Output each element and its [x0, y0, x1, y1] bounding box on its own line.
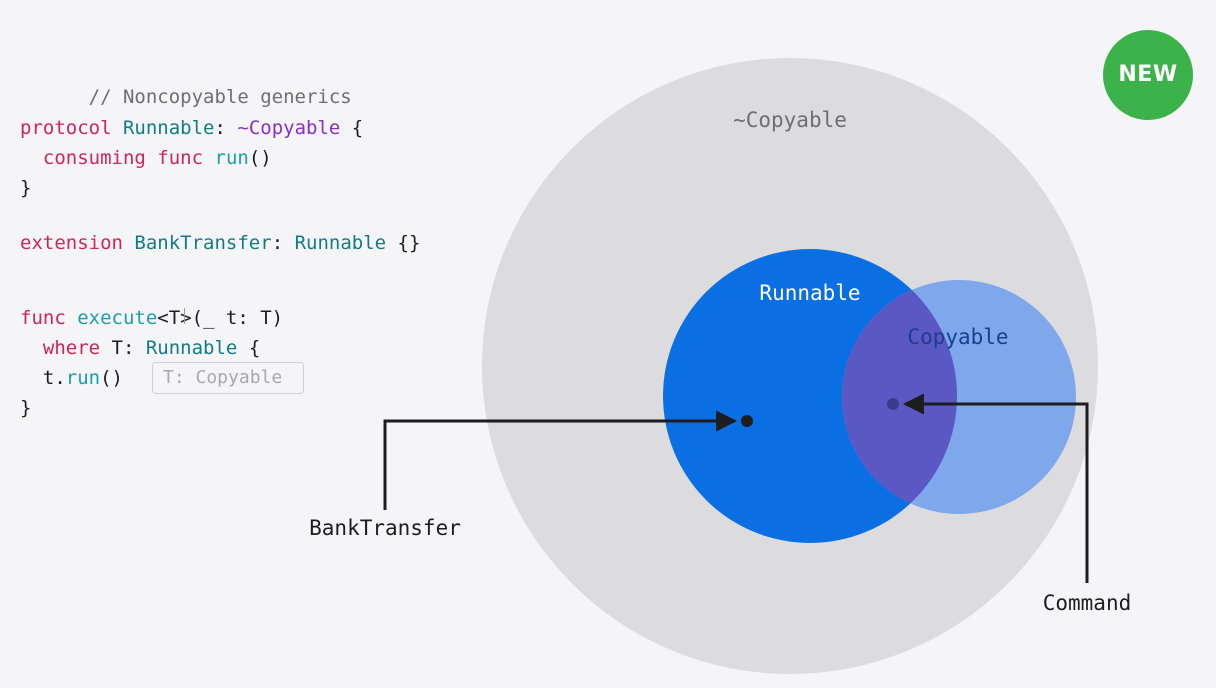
- banktransfer-arrow: [383, 410, 738, 510]
- keyword-extension: extension: [20, 232, 123, 254]
- function-run: run: [214, 147, 249, 169]
- code-generic-signature: <T>(_ t: T): [157, 307, 284, 329]
- code-colon: :: [271, 232, 295, 254]
- banktransfer-point: [741, 415, 753, 427]
- code-where-line: where T: Runnable {: [20, 333, 260, 363]
- copyable-set-label: Copyable: [907, 325, 1008, 349]
- protocol-name: Runnable: [122, 117, 215, 139]
- code-comment: // Noncopyable generics: [88, 86, 352, 108]
- protocol-runnable-constraint: Runnable: [145, 337, 238, 359]
- code-comment-line: // Noncopyable generics: [20, 52, 352, 108]
- command-arrow: [902, 393, 1089, 583]
- code-receiver: t.: [42, 367, 66, 389]
- code-close-brace: }: [20, 177, 32, 199]
- keyword-func: func: [20, 307, 66, 329]
- keyword-protocol: protocol: [20, 117, 112, 139]
- runnable-set-label: Runnable: [759, 281, 860, 305]
- new-badge: NEW: [1103, 30, 1193, 120]
- keyword-consuming: consuming: [42, 147, 146, 169]
- code-brace: {: [237, 337, 261, 359]
- code-brace: {: [340, 117, 364, 139]
- outer-set-label: ~Copyable: [733, 108, 847, 132]
- code-func-line: func execute<T>(_ t: T): [20, 303, 283, 333]
- command-label: Command: [1043, 591, 1132, 615]
- code-close-brace-line: }: [20, 393, 31, 423]
- function-run-call: run: [65, 367, 101, 389]
- code-call-line: t.run(): [20, 363, 123, 393]
- function-execute: execute: [77, 307, 158, 329]
- code-empty-braces: {}: [386, 232, 421, 254]
- type-banktransfer: BankTransfer: [134, 232, 272, 254]
- keyword-func: func: [157, 147, 204, 169]
- code-extension-line: extension BankTransfer: Runnable {}: [20, 228, 420, 258]
- code-protocol-line: protocol Runnable: ~Copyable {: [20, 113, 363, 143]
- command-point: [887, 398, 899, 410]
- code-where-mid: T:: [100, 337, 146, 359]
- copyable-constraint: ~Copyable: [237, 117, 341, 139]
- code-parens: (): [248, 147, 272, 169]
- protocol-runnable-ref: Runnable: [294, 232, 387, 254]
- code-colon: :: [214, 117, 238, 139]
- inline-type-hint: T: Copyable: [152, 362, 304, 394]
- keyword-where: where: [42, 337, 101, 359]
- code-close-brace: }: [20, 397, 32, 419]
- code-parens: (): [100, 367, 123, 389]
- code-consuming-line: consuming func run(): [20, 143, 272, 173]
- intersection-region: [842, 280, 957, 514]
- banktransfer-label: BankTransfer: [309, 516, 461, 540]
- text-cursor: [184, 308, 185, 324]
- code-close-brace-line: }: [20, 173, 31, 203]
